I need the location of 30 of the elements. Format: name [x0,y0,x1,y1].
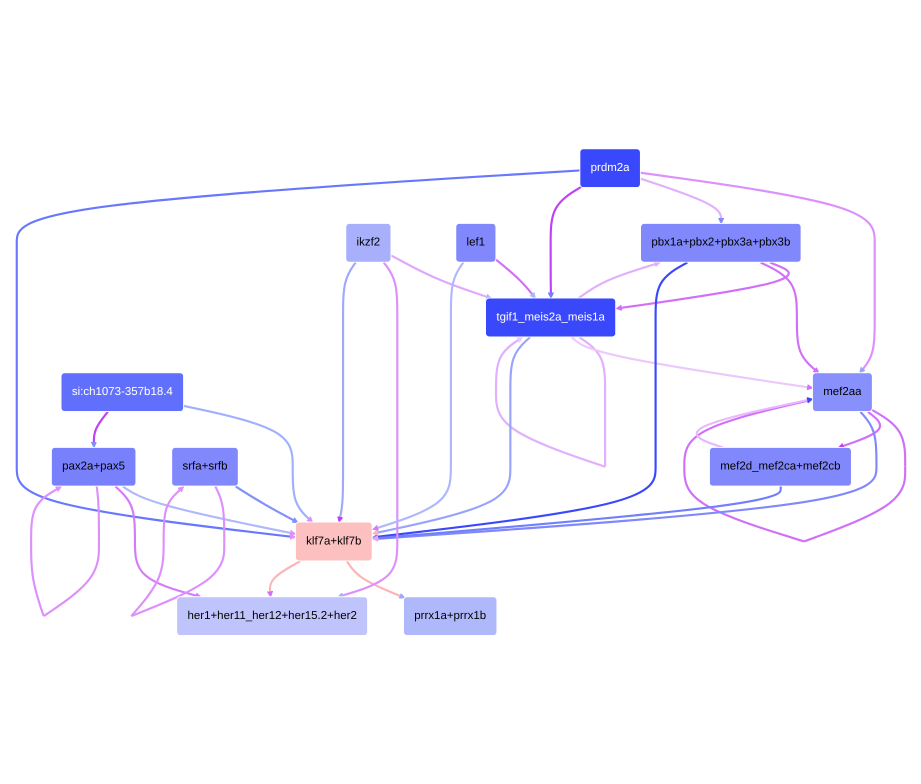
arrow [837,410,881,449]
arrow [372,261,688,540]
arrow [372,486,782,542]
arrow [372,336,530,536]
arrow [570,336,813,390]
arrow [640,172,876,374]
arrow [682,398,906,542]
arrow [130,486,225,617]
arrow [760,261,819,374]
arrow [372,262,464,531]
arrow [494,258,536,299]
arrow [183,404,313,523]
arrow [30,486,100,617]
arrow [695,396,813,449]
arrow [336,262,398,598]
arrow [372,411,878,542]
arrow [90,411,108,448]
arrow [547,186,582,299]
arrow [122,486,296,536]
arrow [390,254,492,300]
arrow [336,262,356,523]
arrow [640,178,724,224]
arrow [234,485,298,523]
arrow [577,261,660,300]
arrow [346,560,405,599]
arrow [494,336,606,468]
arrow [15,169,580,540]
arrow [615,261,790,311]
arrow [114,486,202,598]
arrow [266,560,300,598]
